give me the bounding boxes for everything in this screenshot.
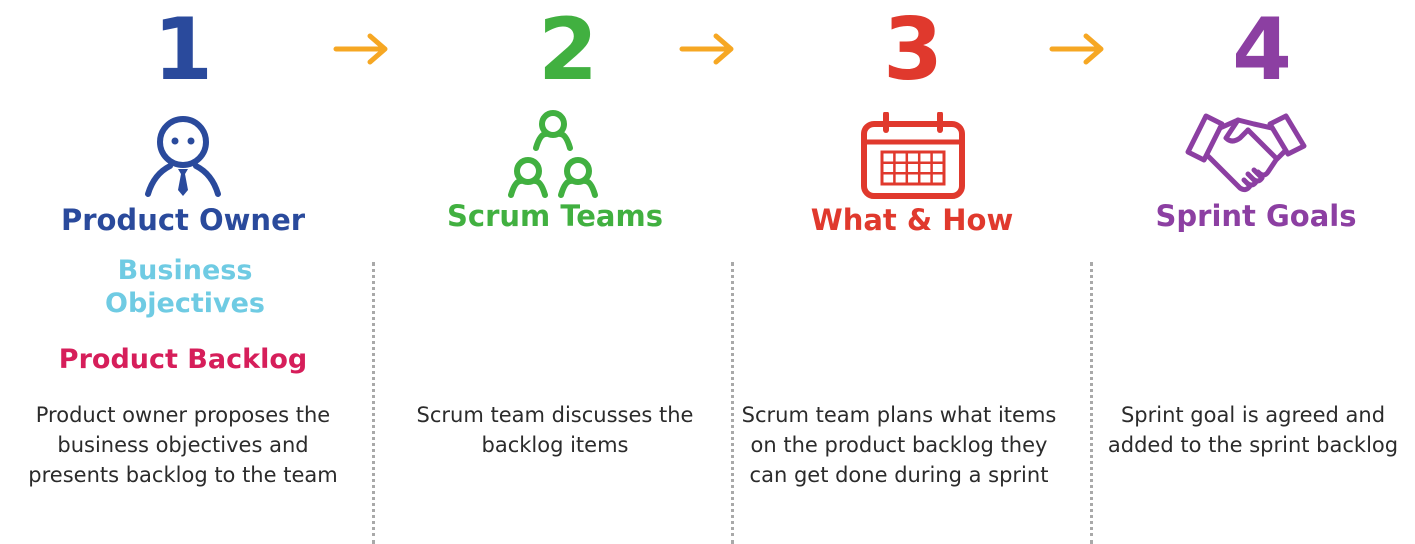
calendar-icon	[861, 112, 965, 199]
person-with-tie-icon	[145, 116, 221, 197]
product-backlog-label: Product Backlog	[58, 344, 308, 375]
column-divider	[372, 262, 375, 544]
arrow-right-icon	[333, 33, 388, 65]
business-objectives-label: Business Objectives	[105, 255, 265, 319]
step-description-3: Scrum team plans what items on the produ…	[741, 403, 1057, 487]
team-group-icon	[508, 110, 598, 198]
step-description-4: Sprint goal is agreed and added to the s…	[1107, 403, 1399, 457]
arrow-right-icon	[1049, 33, 1104, 65]
step-description-1: Product owner proposes the business obje…	[28, 403, 338, 487]
arrow-right-icon	[679, 33, 734, 65]
handshake-icon	[1185, 113, 1307, 193]
step-number-2: 2	[538, 0, 598, 100]
step-description-2: Scrum team discusses the backlog items	[416, 403, 694, 457]
step-number-3: 3	[883, 0, 943, 100]
step-title-1: Product Owner	[60, 203, 306, 237]
step-number-4: 4	[1232, 0, 1292, 100]
column-divider	[1090, 262, 1093, 544]
step-title-4: Sprint Goals	[1155, 199, 1357, 233]
step-number-1: 1	[153, 0, 213, 100]
column-divider	[731, 262, 734, 544]
step-title-3: What & How	[810, 203, 1014, 237]
step-title-2: Scrum Teams	[447, 199, 663, 233]
